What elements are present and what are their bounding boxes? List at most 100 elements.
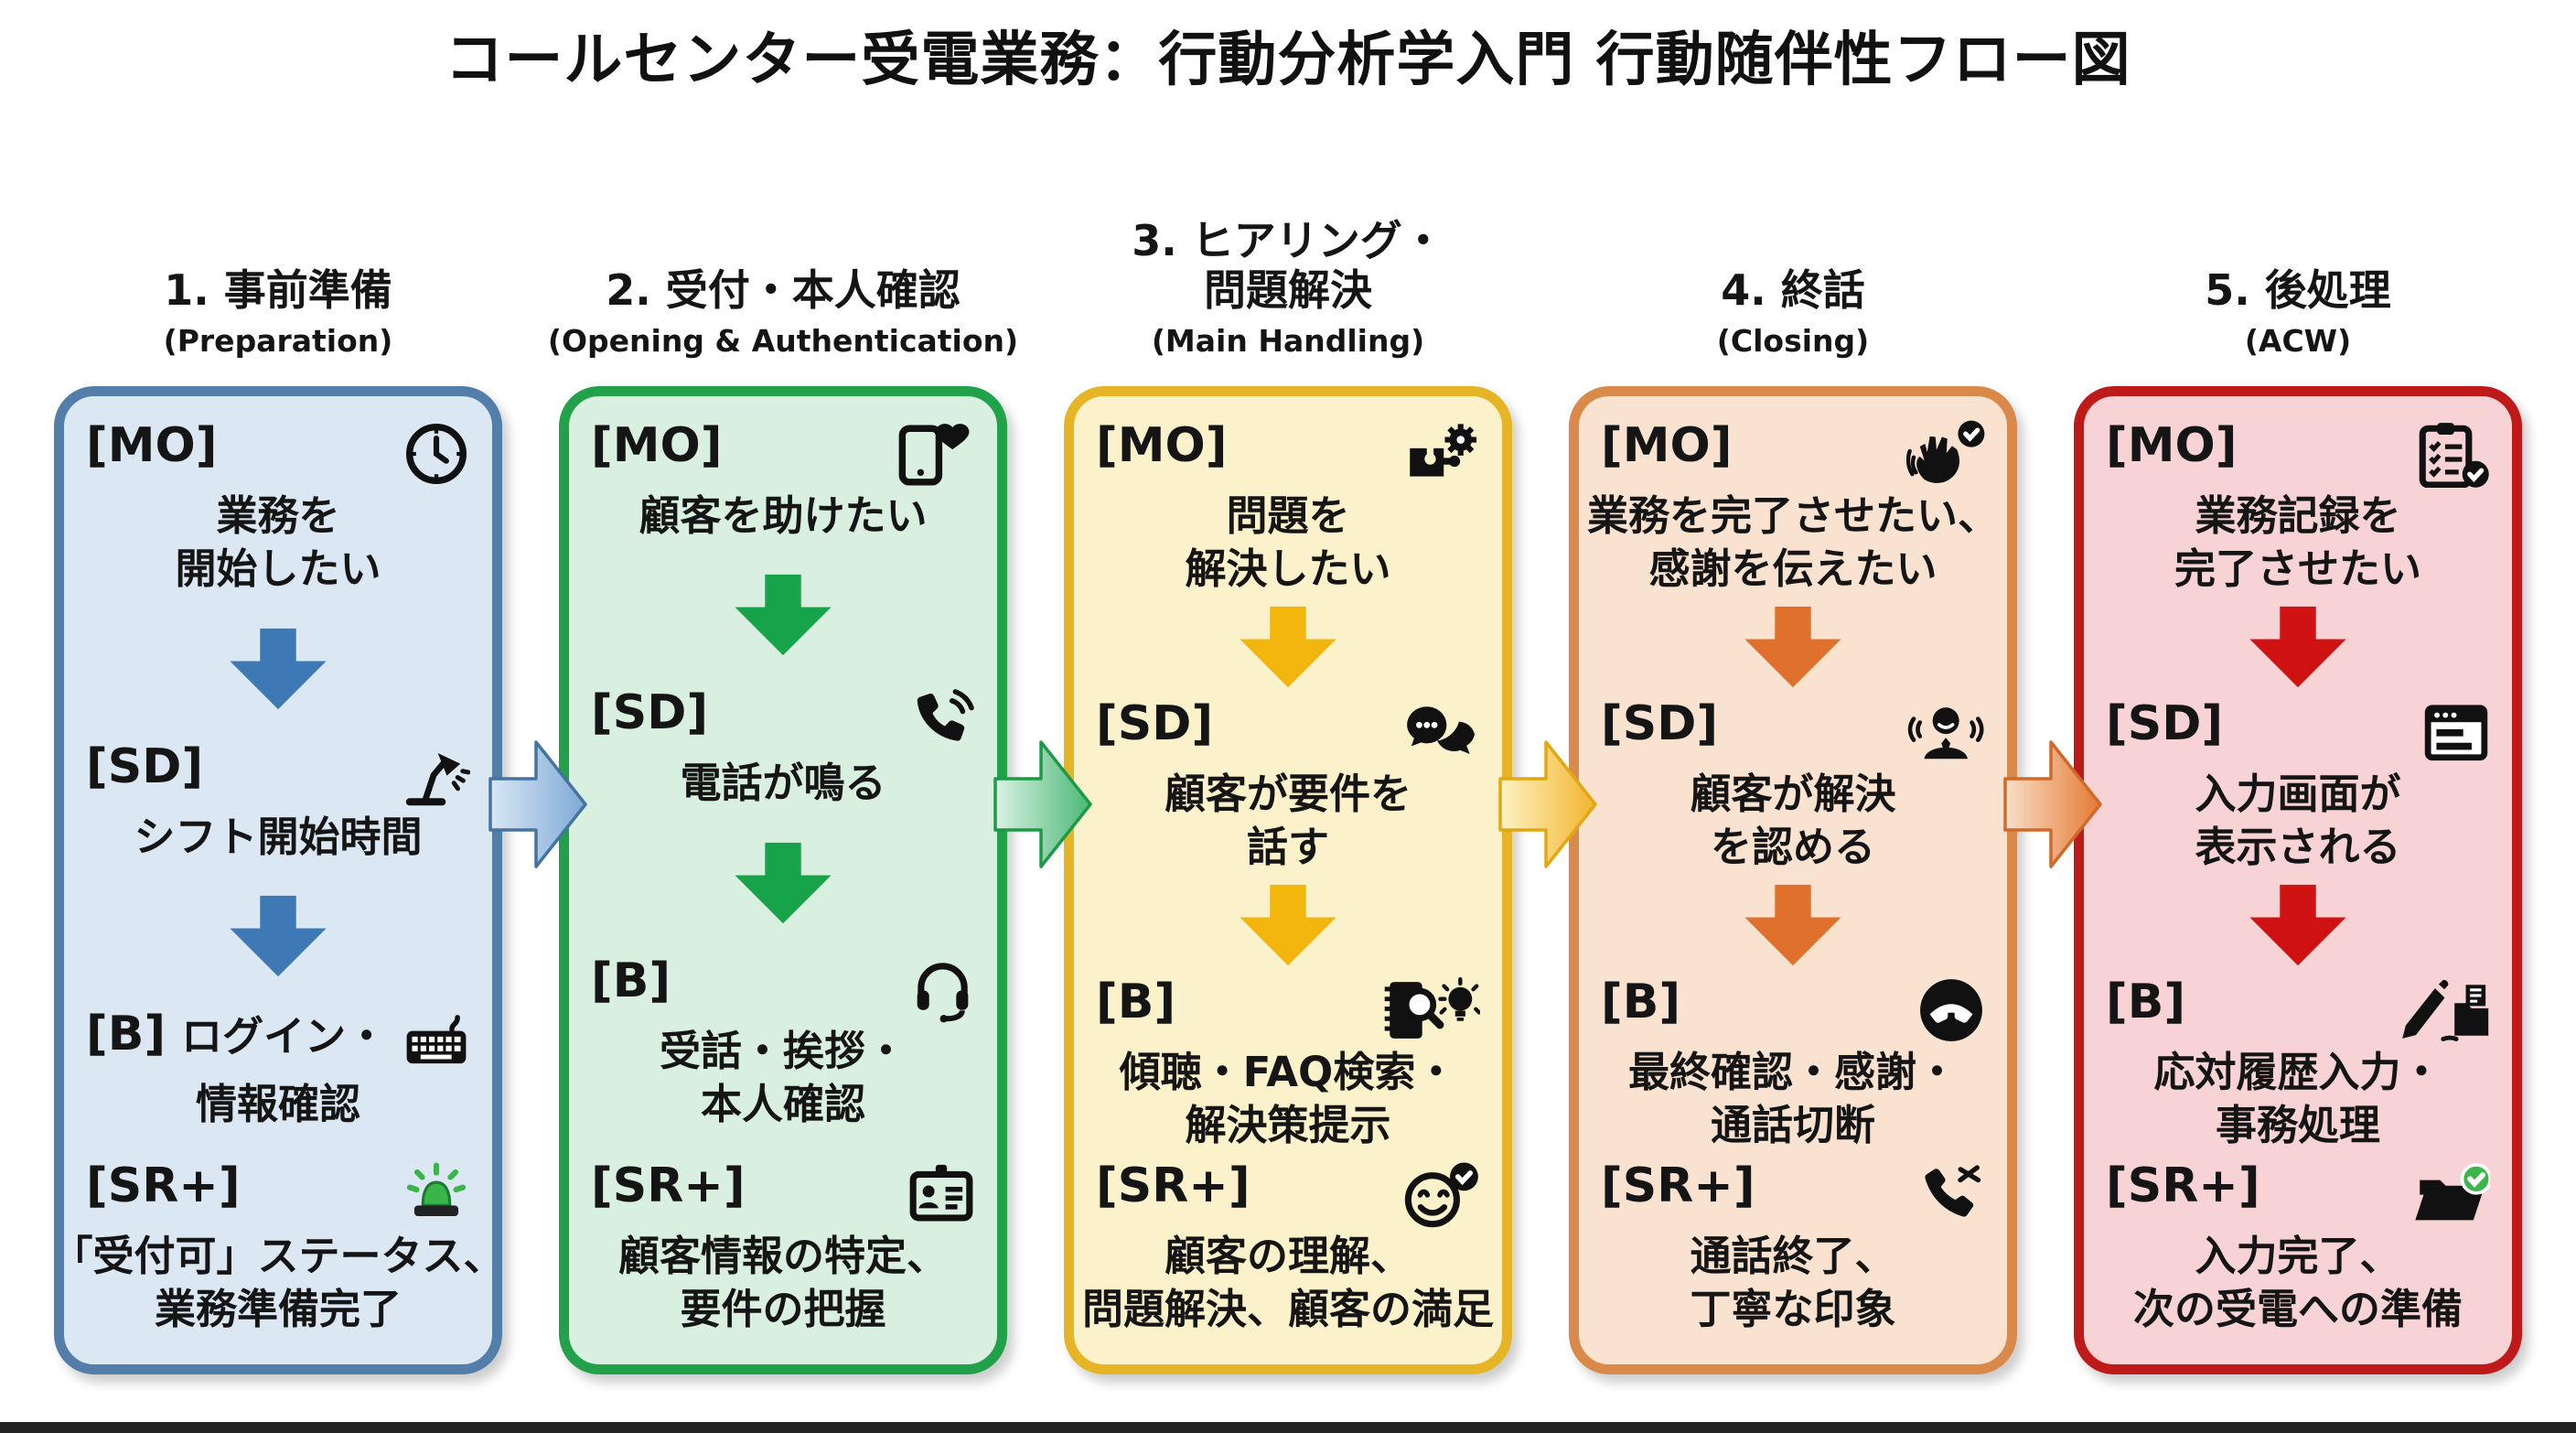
section-text-line: 解決したい <box>1185 544 1391 594</box>
section-text-line <box>708 687 907 691</box>
flow-column-3: 3. ヒアリング・問題解決 (Main Handling) [MO] 問題を解決… <box>1064 148 1512 1374</box>
input-form-icon <box>2422 698 2490 766</box>
section-mo: [MO] 業務を完了させたい、感謝を伝えたい <box>1587 419 1999 597</box>
column-header: 1. 事前準備 (Preparation) <box>54 148 502 386</box>
section-text-line: 入力完了、 <box>2195 1231 2401 1280</box>
section-text-line <box>1175 976 1381 980</box>
headset-icon <box>910 955 975 1023</box>
next-phase-arrow-icon <box>488 739 587 868</box>
section-header-row: [SR+] <box>1590 1158 1996 1228</box>
smiley-check-icon <box>1401 1160 1480 1228</box>
section-b: [B] 受話・挨拶・本人確認 <box>580 953 986 1132</box>
pen-folder-icon <box>2397 976 2490 1044</box>
section-text-line: 顧客の理解、 <box>1164 1231 1411 1280</box>
column-title: 問題解決 <box>1204 265 1372 316</box>
section-header-row: [B] <box>1085 975 1491 1044</box>
column-title: 3. ヒアリング・ <box>1132 216 1444 266</box>
section-text-line <box>2223 698 2422 702</box>
clipboard-check-icon <box>2414 420 2490 488</box>
green-siren-icon <box>402 1160 470 1228</box>
section-text-line: を認める <box>1710 823 1875 872</box>
section-text-line <box>1250 1160 1401 1164</box>
contingency-label: [MO] <box>2106 417 2238 473</box>
section-text-line <box>746 1160 907 1164</box>
column-header: 5. 後処理 (ACW) <box>2074 148 2522 386</box>
section-text-line <box>241 1160 402 1164</box>
section-sr-plus: [SR+] 入力完了、次の受電への準備 <box>2095 1159 2501 1337</box>
column-box: [MO] 業務記録を完了させたい [SD] 入力画面が表示される [B] 応対履… <box>2074 385 2522 1374</box>
section-text-line: 丁寧な印象 <box>1690 1285 1896 1334</box>
contingency-label: [SR+] <box>1601 1158 1755 1213</box>
desk-lamp-icon <box>400 741 470 809</box>
column-header: 3. ヒアリング・問題解決 (Main Handling) <box>1064 148 1512 386</box>
section-text-line: 話す <box>1246 823 1329 872</box>
section-header-row: [MO] <box>75 417 481 488</box>
section-text-line: 表示される <box>2195 823 2401 872</box>
flow-column-4: 4. 終話 (Closing) [MO] 業務を完了させたい、感謝を伝えたい [… <box>1569 148 2017 1374</box>
section-header-row: [SR+] <box>1085 1159 1491 1228</box>
contingency-label: [SD] <box>1601 695 1719 751</box>
section-sr-plus: [SR+] 顧客情報の特定、要件の把握 <box>580 1159 986 1337</box>
section-header-row: [B] <box>2095 974 2501 1044</box>
section-text-line: 次の受電への準備 <box>2132 1285 2463 1334</box>
faq-search-bulb-icon <box>1381 976 1480 1044</box>
section-sd: [SD] 顧客が要件を話す <box>1085 697 1491 875</box>
contingency-label: [B] <box>2106 974 2186 1029</box>
puzzle-gear-icon <box>1401 420 1480 488</box>
flow-diagram: 1. 事前準備 (Preparation) [MO] 業務を開始したい [SD]… <box>0 148 2576 1374</box>
column-subtitle: (Opening & Authentication) <box>547 322 1019 359</box>
section-header-row: [MO] <box>2095 417 2501 488</box>
contingency-label: [B] <box>1601 974 1681 1029</box>
next-phase-arrow-icon <box>2003 739 2102 868</box>
contingency-label: [MO] <box>591 417 723 473</box>
page-title: コールセンター受電業務：行動分析学入門 行動随伴性フロー図 <box>445 27 2131 94</box>
section-text-line: シフト開始時間 <box>134 812 423 861</box>
down-arrow-icon <box>1240 607 1336 688</box>
flow-column-1: 1. 事前準備 (Preparation) [MO] 業務を開始したい [SD]… <box>51 148 505 1374</box>
section-header-row: [B] <box>580 953 986 1023</box>
section-header-row: [MO] <box>1590 419 1996 488</box>
section-mo: [MO] 顧客を助けたい <box>580 417 986 544</box>
section-header-row: [SD] <box>2095 695 2501 766</box>
column-box: [MO] 業務を完了させたい、感謝を伝えたい [SD] 顧客が解決を認める [B… <box>1569 385 2017 1374</box>
section-text-line: 顧客を助けたい <box>639 490 928 540</box>
down-arrow-icon <box>2249 885 2346 966</box>
contingency-label: [SD] <box>2106 695 2224 751</box>
wave-hand-check-icon <box>1905 420 1985 488</box>
section-text-line <box>1680 976 1917 980</box>
section-b: [B] 最終確認・感謝・通話切断 <box>1590 974 1996 1153</box>
section-text-line: 「受付可」ステータス、 <box>51 1231 505 1280</box>
section-header-row: [SR+] <box>75 1159 481 1228</box>
section-text-line <box>2260 1160 2411 1164</box>
section-sd: [SD] 顧客が解決を認める <box>1590 695 1996 875</box>
section-text-line: 業務記録を <box>2195 490 2401 540</box>
section-text-line <box>671 955 910 959</box>
section-header-row: [SR+] <box>580 1159 986 1228</box>
down-arrow-icon <box>735 574 832 656</box>
section-text-line: 業務準備完了 <box>154 1285 402 1334</box>
contingency-label: [MO] <box>86 417 218 473</box>
column-subtitle: (Main Handling) <box>1151 322 1425 359</box>
section-text-line <box>203 741 400 745</box>
chat-bubbles-icon <box>1401 698 1480 766</box>
section-text-line: 最終確認・感謝・ <box>1627 1047 1958 1096</box>
section-text-line <box>217 420 402 424</box>
section-mo: [MO] 問題を解決したい <box>1085 419 1491 597</box>
section-text-line: 顧客情報の特定、 <box>617 1231 948 1280</box>
section-text-line <box>2237 420 2413 424</box>
section-text-line: 解決策提示 <box>1185 1101 1391 1150</box>
column-box: [MO] 業務を開始したい [SD] シフト開始時間 [B] ログイン・ 情報確… <box>51 385 505 1374</box>
section-text-line: 完了させたい <box>2174 544 2421 594</box>
section-text-line: 事務処理 <box>2215 1101 2380 1150</box>
down-arrow-icon <box>735 842 832 923</box>
section-text-line <box>1213 698 1401 702</box>
next-phase-arrow-icon <box>993 739 1092 868</box>
flow-column-2: 2. 受付・本人確認 (Opening & Authentication) [M… <box>548 148 1018 1374</box>
down-arrow-icon <box>1744 607 1841 688</box>
column-title: 5. 後処理 <box>2205 265 2391 316</box>
column-subtitle: (Closing) <box>1716 322 1870 359</box>
section-text-line <box>2185 976 2397 980</box>
contingency-label: [B] <box>591 953 671 1008</box>
folder-done-icon <box>2411 1160 2490 1228</box>
clock-icon <box>402 420 470 488</box>
